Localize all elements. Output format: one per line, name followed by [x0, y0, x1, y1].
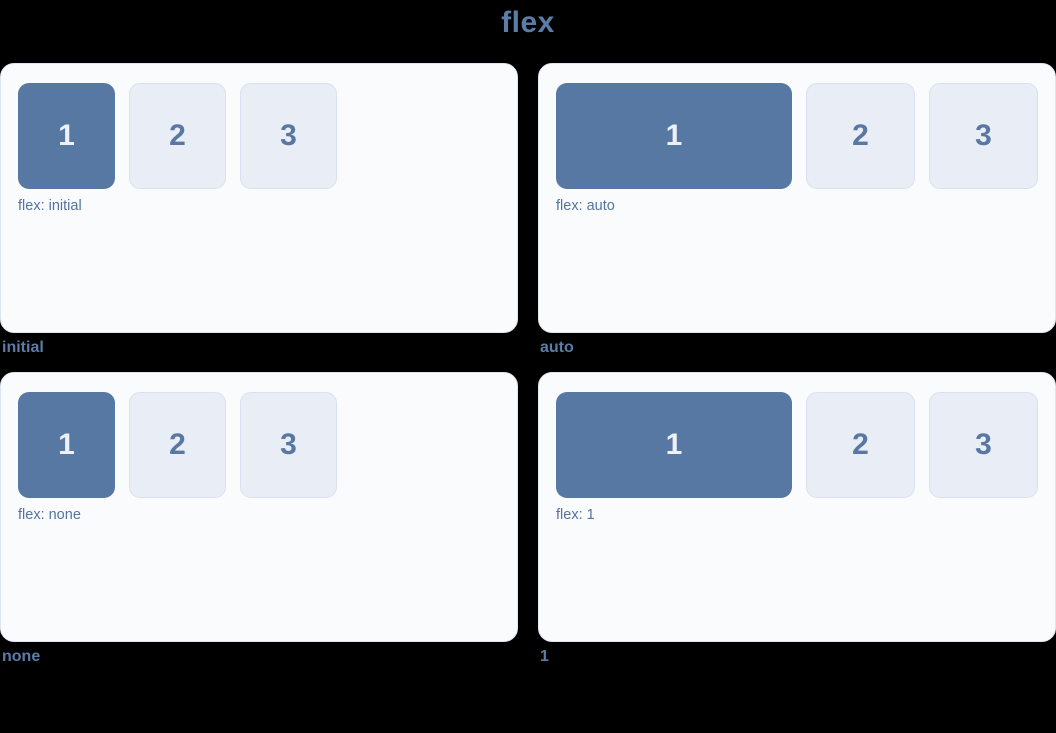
flex-item-3: 3: [240, 392, 337, 498]
panel-caption: initial: [2, 339, 44, 356]
panel-1: 1 2 3 flex: 1 1: [538, 372, 1056, 668]
panel-none-card: 1 2 3 flex: none: [0, 372, 518, 642]
flex-item-2: 2: [806, 83, 915, 189]
panel-auto-card: 1 2 3 flex: auto: [538, 63, 1056, 333]
flex-container-demo: 1 2 3: [18, 392, 500, 498]
flex-property-label: flex: none: [18, 507, 81, 523]
examples-grid: 1 2 3 flex: initial initial 1 2 3 flex: …: [0, 63, 1056, 668]
flex-item-1-active: 1: [556, 83, 792, 189]
panel-caption: auto: [540, 339, 574, 356]
flex-property-label: flex: 1: [556, 507, 595, 523]
flex-container-demo: 1 2 3: [556, 392, 1038, 498]
flex-item-2: 2: [129, 83, 226, 189]
flex-item-3: 3: [929, 83, 1038, 189]
flex-property-label: flex: auto: [556, 198, 615, 214]
flex-item-1-active: 1: [18, 83, 115, 189]
page-title: flex: [501, 6, 555, 39]
panel-caption: none: [2, 648, 41, 665]
flex-item-3: 3: [240, 83, 337, 189]
flex-property-label: flex: initial: [18, 198, 82, 214]
panel-initial: 1 2 3 flex: initial initial: [0, 63, 518, 359]
panel-1-card: 1 2 3 flex: 1: [538, 372, 1056, 642]
flex-item-3: 3: [929, 392, 1038, 498]
flex-item-1-active: 1: [18, 392, 115, 498]
flex-item-1-active: 1: [556, 392, 792, 498]
panel-none: 1 2 3 flex: none none: [0, 372, 518, 668]
flex-container-demo: 1 2 3: [18, 83, 500, 189]
panel-auto: 1 2 3 flex: auto auto: [538, 63, 1056, 359]
flex-item-2: 2: [806, 392, 915, 498]
flex-item-2: 2: [129, 392, 226, 498]
panel-caption: 1: [540, 648, 549, 665]
panel-initial-card: 1 2 3 flex: initial: [0, 63, 518, 333]
flex-container-demo: 1 2 3: [556, 83, 1038, 189]
